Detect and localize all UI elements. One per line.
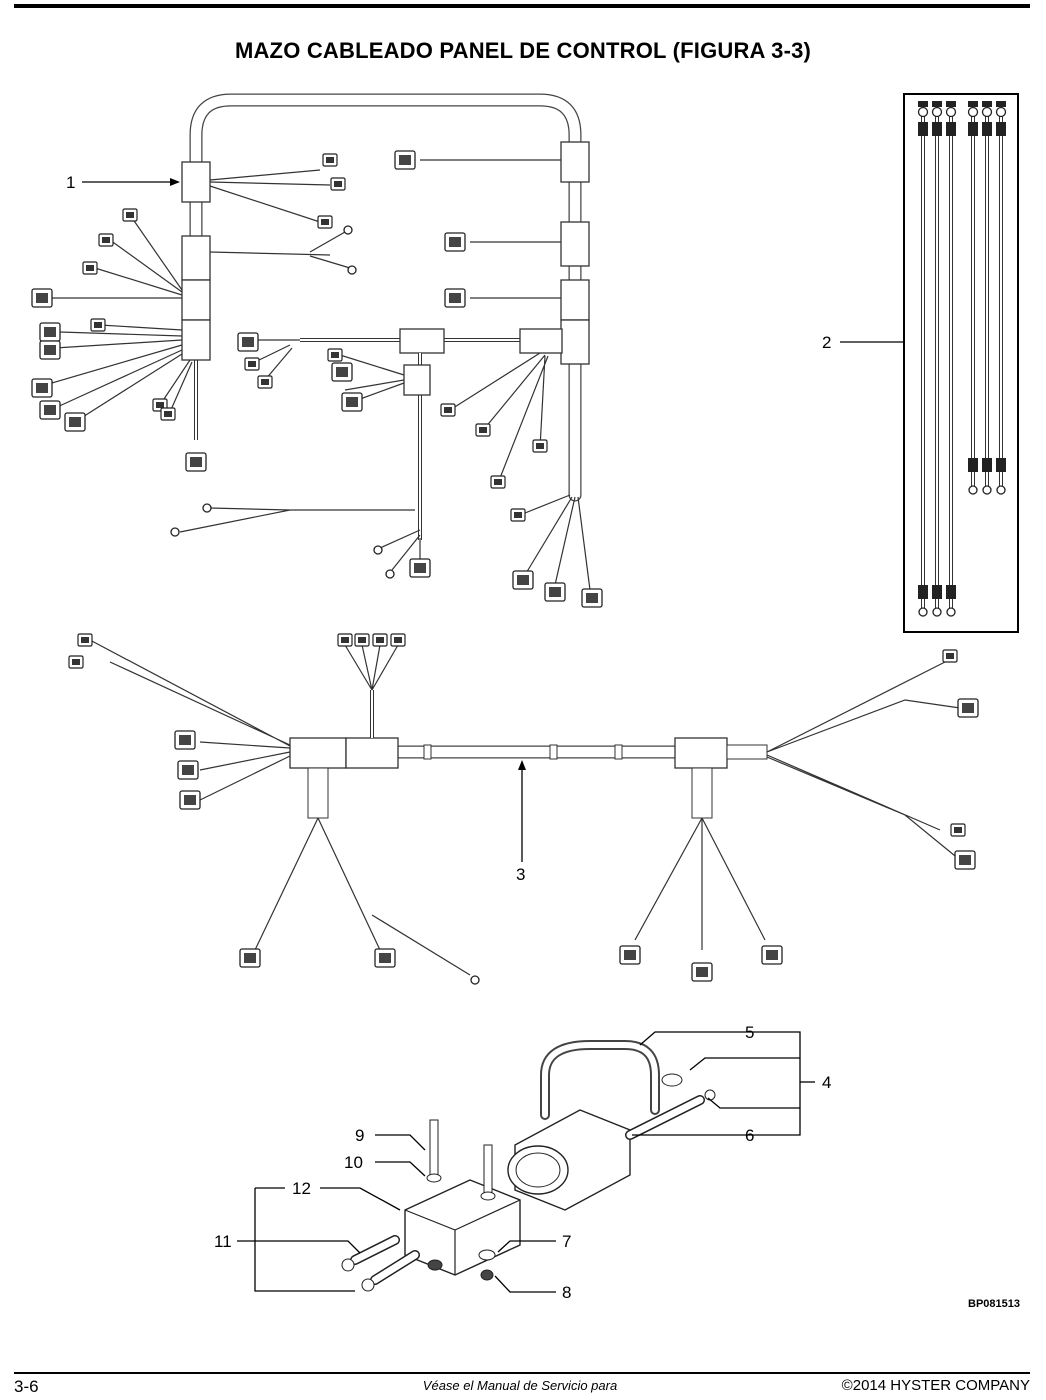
callout-9: 9 <box>355 1126 364 1145</box>
harness-1 <box>31 93 603 608</box>
harness-2-cable-set <box>903 93 1019 633</box>
connector-assembly <box>341 1040 716 1292</box>
callout-leaders <box>82 178 904 1293</box>
callout-5: 5 <box>745 1023 754 1042</box>
top-rule <box>14 4 1030 8</box>
callout-6: 6 <box>745 1126 754 1145</box>
callout-3: 3 <box>516 865 525 884</box>
figure-code: BP081513 <box>968 1298 1020 1310</box>
callout-2: 2 <box>822 333 831 352</box>
callout-4: 4 <box>822 1073 831 1092</box>
harness-3 <box>68 633 979 985</box>
footer-note: Véase el Manual de Servicio para <box>422 1378 618 1393</box>
callout-11: 11 <box>214 1232 232 1251</box>
page-number: 3-6 <box>14 1377 39 1396</box>
callout-7: 7 <box>562 1232 571 1251</box>
copyright: ©2014 HYSTER COMPANY <box>841 1377 1030 1394</box>
callout-12: 12 <box>292 1179 311 1198</box>
page-title: MAZO CABLEADO PANEL DE CONTROL (FIGURA 3… <box>234 38 812 63</box>
callout-1: 1 <box>66 173 75 192</box>
callout-10: 10 <box>344 1153 363 1172</box>
callout-8: 8 <box>562 1283 571 1302</box>
bottom-rule <box>14 1372 1030 1374</box>
